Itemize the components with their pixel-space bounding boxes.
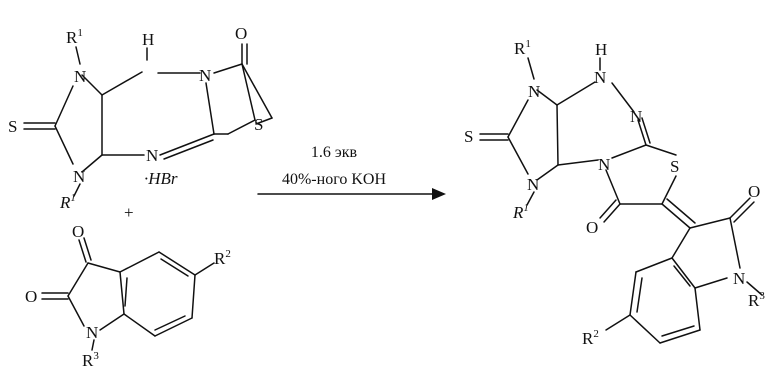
- p-r2-label: R2: [582, 328, 599, 348]
- p-s-thione-atom: S: [464, 127, 473, 146]
- p-r1-top-label: R1: [514, 38, 531, 58]
- conditions-reagent: 40%-ного KOH: [282, 171, 386, 188]
- p-n1-atom: N: [528, 82, 540, 101]
- plus-sign: +: [124, 203, 134, 222]
- p-o-oxindole-atom: O: [748, 182, 760, 201]
- n1-atom: N: [74, 67, 86, 86]
- p-n-eq-atom: N: [630, 107, 642, 126]
- r3-label: R3: [82, 350, 99, 370]
- p-h-atom: H: [595, 40, 607, 59]
- reactant-b-bonds: [41, 237, 215, 351]
- p-n2-atom: N: [527, 175, 539, 194]
- reactant-b-labels: O O R2 N R3: [25, 222, 231, 370]
- reactant-a-labels: R1 N H N O S N N S R1 ·HBr: [8, 24, 263, 212]
- reactant-b: O O R2 N R3: [25, 222, 231, 370]
- product-labels: R1 N H N N S N N S R1 O O N R3 R2: [464, 38, 765, 348]
- reaction-arrow: [257, 188, 446, 200]
- n2-atom: N: [73, 167, 85, 186]
- p-o-ring-atom: O: [586, 218, 598, 237]
- conditions-equivalents: 1.6 экв: [311, 144, 358, 161]
- p-n-oxindole-atom: N: [733, 269, 745, 288]
- n-imine-atom: N: [146, 146, 158, 165]
- reactant-a: R1 N H N O S N N S R1 ·HBr: [8, 24, 273, 212]
- product: R1 N H N N S N N S R1 O O N R3 R2: [464, 38, 765, 348]
- o-ketone-atom: O: [72, 222, 84, 241]
- p-r1-bottom-label: R1: [512, 202, 529, 222]
- product-bonds: [479, 57, 763, 344]
- p-s-ring-atom: S: [670, 157, 679, 176]
- r1-bottom-label: R1: [59, 192, 76, 212]
- r2-label: R2: [214, 248, 231, 268]
- r1-top-label: R1: [66, 27, 83, 47]
- p-nh-n-atom: N: [594, 68, 606, 87]
- hbr-salt-label: ·HBr: [144, 169, 178, 188]
- o-top-atom: O: [235, 24, 247, 43]
- o-amide-atom: O: [25, 287, 37, 306]
- n-mid-atom: N: [199, 66, 211, 85]
- nh-h-atom: H: [142, 30, 154, 49]
- s-ring-atom: S: [254, 115, 263, 134]
- p-r3-label: R3: [748, 290, 765, 310]
- p-n-fused-atom: N: [598, 155, 610, 174]
- reactant-a-bonds: [23, 43, 273, 197]
- n-isatin-atom: N: [86, 323, 98, 342]
- s-thione-atom: S: [8, 117, 17, 136]
